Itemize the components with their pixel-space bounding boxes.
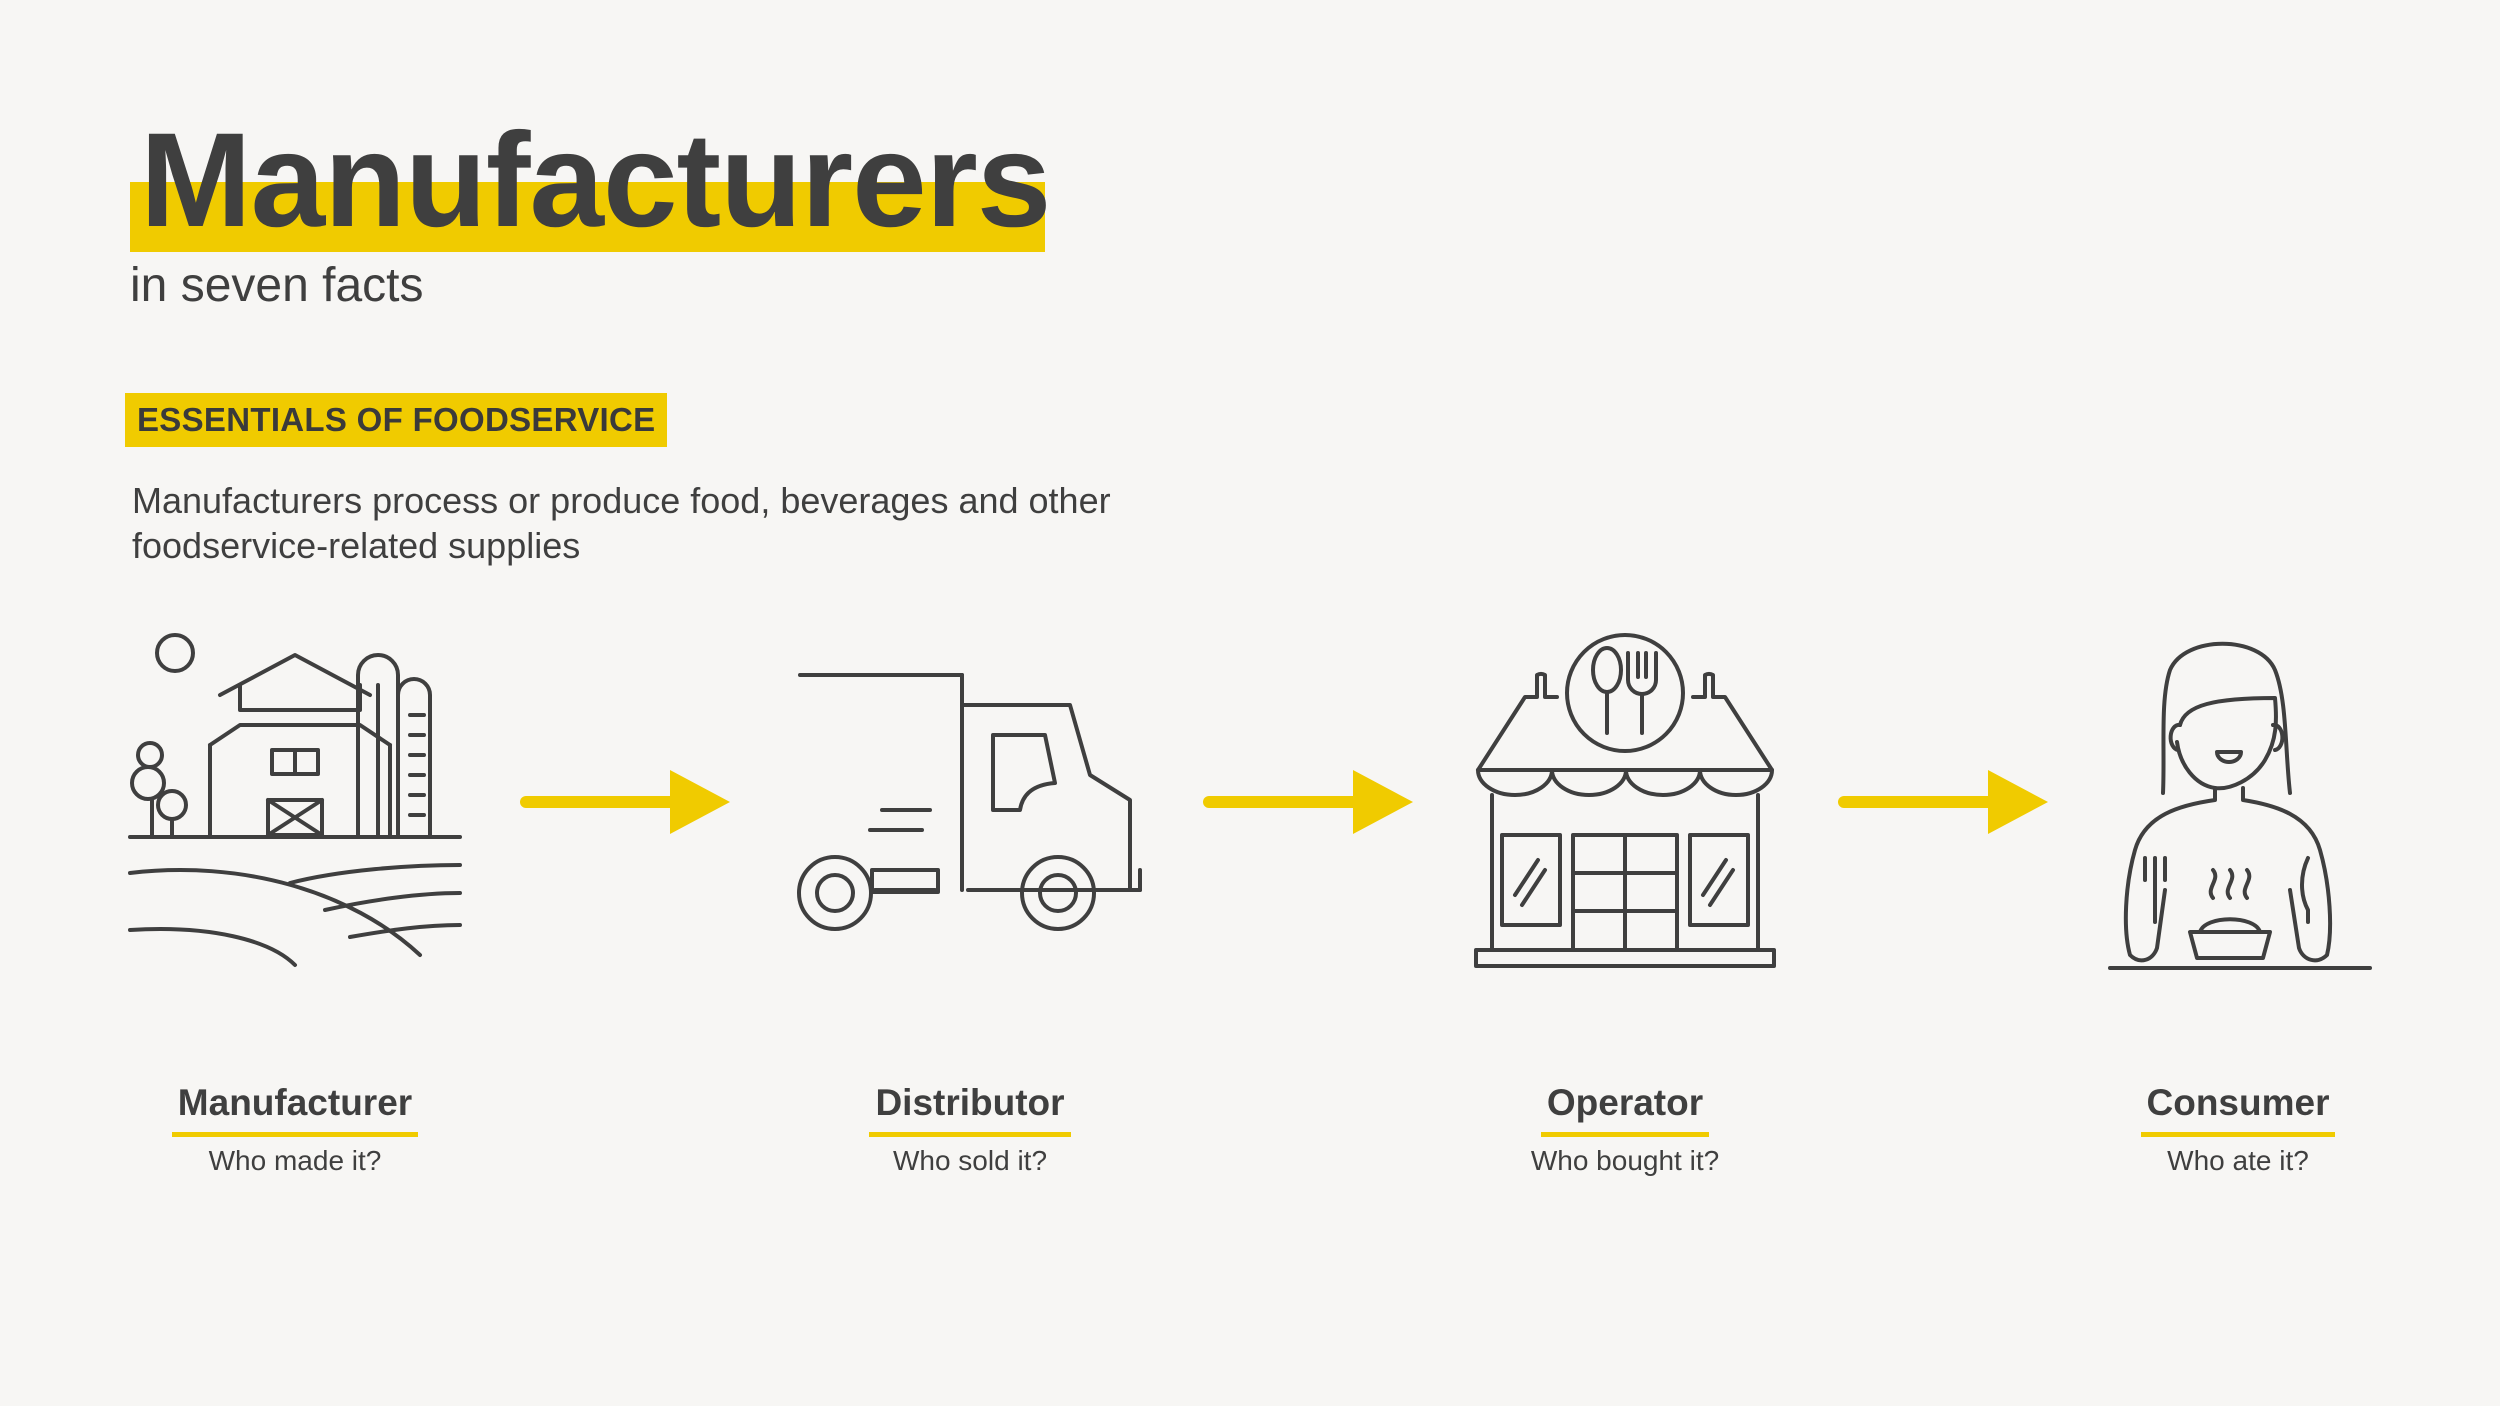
person-eating-icon [2108,641,2372,970]
title-highlight [130,182,1045,252]
stage-operator: Operator Who bought it? [1455,1077,1795,1181]
restaurant-icon [1474,633,1776,968]
farm-icon [128,633,462,967]
flow-arrow-icon [520,770,730,834]
stage-manufacturer: Manufacturer Who made it? [125,1077,465,1181]
page-subtitle: in seven facts [130,259,424,312]
stage-question: Who ate it? [2167,1145,2309,1176]
section-tag: ESSENTIALS OF FOODSERVICE [125,393,668,447]
stage-distributor: Distributor Who sold it? [800,1077,1140,1181]
stage-question: Who sold it? [892,1145,1048,1176]
stage-name: Consumer [2140,1077,2336,1137]
stage-name: Distributor [869,1077,1071,1137]
page-title: Manufacturers [140,106,1051,255]
stage-question: Who bought it? [1530,1145,1720,1176]
stage-name: Manufacturer [171,1077,419,1137]
flow-arrow-icon [1838,770,2048,834]
stage-name: Operator [1540,1077,1710,1137]
flow-arrow-icon [1203,770,1413,834]
truck-icon [797,673,1142,931]
stage-question: Who made it? [208,1145,382,1176]
intro-text: Manufacturers process or produce food, b… [132,480,1111,566]
title-block: Manufacturers [130,106,1051,255]
stage-consumer: Consumer Who ate it? [2068,1077,2408,1181]
